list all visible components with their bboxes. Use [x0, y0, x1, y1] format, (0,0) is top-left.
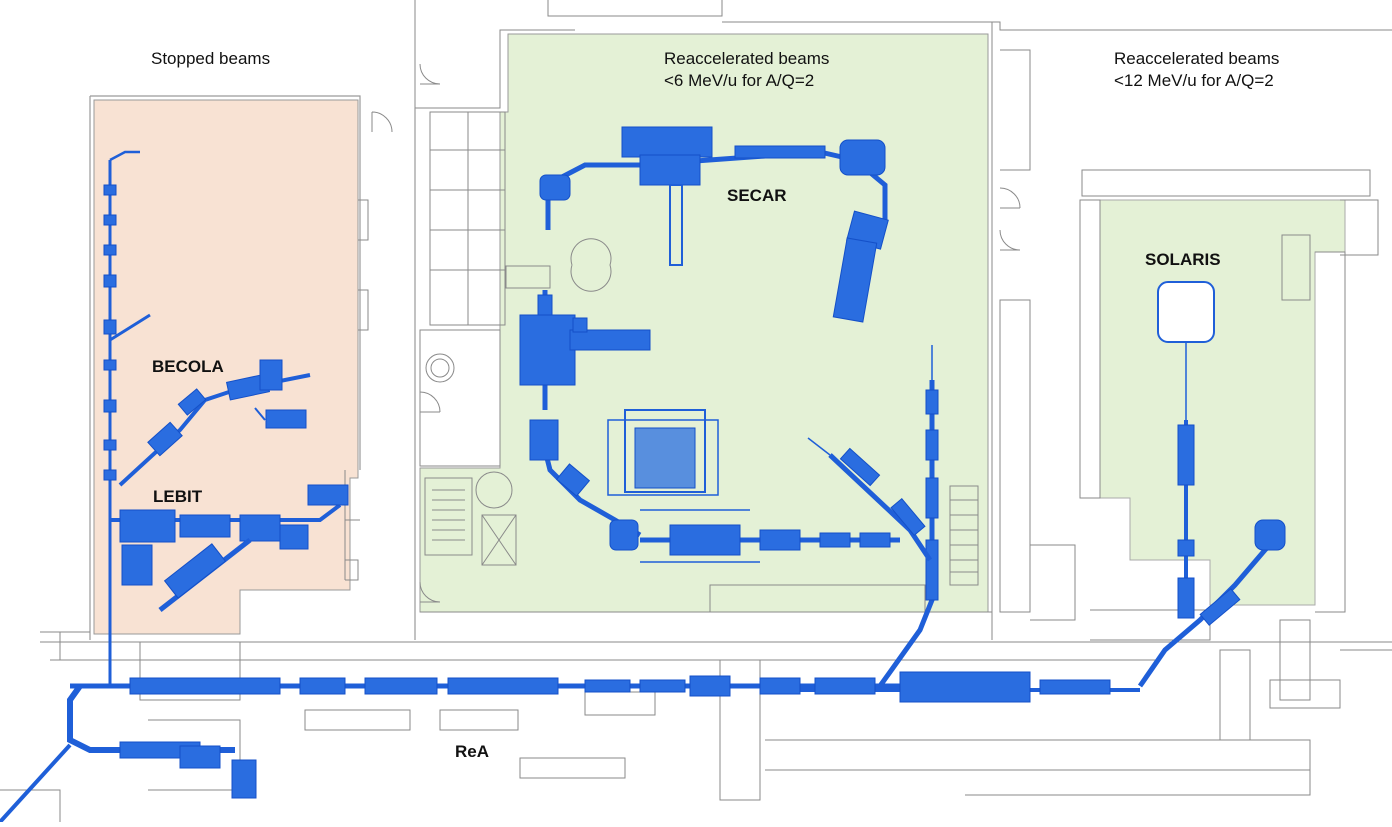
- stopped-beams-area: [93, 99, 359, 635]
- becola-label: BECOLA: [152, 357, 224, 376]
- rea12-heading-line1: Reaccelerated beams: [1114, 49, 1280, 68]
- rea12-heading-line2: <12 MeV/u for A/Q=2: [1114, 71, 1274, 90]
- solaris-label: SOLARIS: [1145, 250, 1221, 269]
- beamlines: [0, 126, 1286, 824]
- rea12-area: [1099, 199, 1346, 606]
- secar-label: SECAR: [727, 186, 787, 205]
- rea-label: ReA: [455, 742, 490, 761]
- rea6-heading-line2: <6 MeV/u for A/Q=2: [664, 71, 815, 90]
- lebit-label: LEBIT: [153, 487, 203, 506]
- stopped-beams-heading: Stopped beams: [151, 49, 271, 68]
- rea6-heading-line1: Reaccelerated beams: [664, 49, 830, 68]
